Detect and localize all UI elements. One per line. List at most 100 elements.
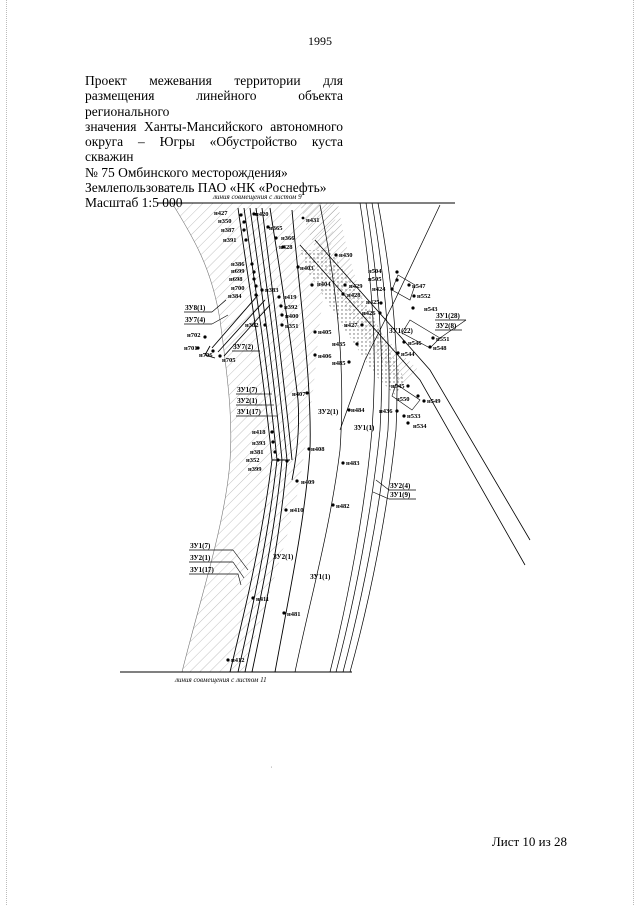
point-label: н381: [250, 449, 264, 456]
page-edge-left: [6, 0, 7, 905]
point-label: н399: [248, 466, 262, 473]
plot-label: ЗУ1(28): [436, 312, 460, 320]
plot-label: ЗУ2(8): [436, 322, 457, 330]
page-edge-right: [633, 0, 634, 905]
point-label: н410: [290, 507, 304, 514]
plot-label: ЗУ8(1): [185, 304, 206, 312]
point-label: н351: [285, 323, 299, 330]
point-label: н403: [300, 265, 314, 272]
point-label: н382: [245, 322, 259, 329]
plot-label: ЗУ1(17): [237, 408, 261, 416]
point-label: н407: [292, 391, 306, 398]
plot-label: ЗУ1(22): [389, 327, 413, 335]
point-label: н552: [417, 293, 431, 300]
point-label: н544: [401, 351, 415, 358]
point-label: н543: [424, 306, 438, 313]
territory-boundary-left: [171, 202, 232, 673]
point-label: н436: [379, 408, 393, 415]
point-label: н504: [368, 268, 382, 275]
point-label: н408: [311, 446, 325, 453]
title-line-3: значения Ханты-Мансийского автономного: [85, 118, 343, 134]
plot-label: ЗУ1(7): [237, 386, 258, 394]
plot-label: ЗУ1(1): [310, 573, 331, 581]
point-label: н411: [256, 596, 269, 603]
point-label: н547: [412, 283, 426, 290]
point-label: н425: [366, 299, 380, 306]
point-label: н391: [223, 237, 237, 244]
plot-label: ЗУ2(1): [190, 554, 211, 562]
point-label: н699: [231, 268, 245, 275]
point-label: н545: [391, 383, 405, 390]
point-label: н549: [427, 398, 441, 405]
point-label: н482: [336, 503, 350, 510]
point-label: н350: [218, 218, 232, 225]
point-label: н365: [269, 225, 283, 232]
point-label: н404: [317, 281, 331, 288]
point-label: н428: [347, 292, 361, 299]
point-label: н702: [187, 332, 201, 339]
hatched-territory-right: [300, 203, 420, 385]
plot-label: ЗУ1(1): [354, 424, 375, 432]
plot-label: ЗУ7(4): [185, 316, 206, 324]
point-label: н366: [281, 235, 295, 242]
title-line-4: округа – Югры «Обустройство куста скважи…: [85, 134, 343, 165]
plot-label: ЗУ2(1): [237, 397, 258, 405]
bottom-join-caption: линия совмещения с листом 11: [174, 676, 267, 684]
title-line-7: Масштаб 1:5 000: [85, 195, 183, 211]
plot-label: ЗУ1(9): [390, 491, 411, 499]
plot-labels: ЗУ8(1) ЗУ7(4) ЗУ7(2) ЗУ1(28) ЗУ2(8) ЗУ1(…: [184, 304, 466, 581]
page-number: 1995: [308, 34, 332, 48]
point-labels: н427 н420 н431 н350 н365 н387 н366 н391 …: [184, 210, 450, 664]
point-label: н485: [332, 360, 346, 367]
plot-label: ЗУ7(2): [233, 343, 254, 351]
point-label: н435: [332, 341, 346, 348]
point-label: н505: [368, 276, 382, 283]
point-label: н352: [246, 457, 260, 464]
sheet-number: Лист 10 из 28: [491, 834, 567, 849]
point-label: н418: [252, 429, 266, 436]
point-label: н700: [231, 285, 245, 292]
point-label: н428: [279, 244, 293, 251]
point-label: н400: [285, 313, 299, 320]
point-label: н424: [372, 286, 386, 293]
point-label: н420: [255, 211, 269, 218]
leader-lines: [211, 299, 467, 586]
point-label: н534: [413, 423, 427, 430]
point-label: н386: [231, 261, 245, 268]
point-label: н412: [231, 657, 245, 664]
point-label: н427: [344, 322, 358, 329]
point-label: н698: [229, 276, 243, 283]
point-label: н383: [265, 287, 279, 294]
point-label: н701: [184, 345, 198, 352]
point-markers: [196, 212, 435, 662]
point-label: н431: [306, 217, 320, 224]
plot-label: ЗУ2(1): [273, 553, 294, 561]
point-label: н706: [199, 352, 213, 359]
point-label: н393: [252, 440, 266, 447]
point-label: н406: [318, 353, 332, 360]
plot-label: ЗУ1(7): [190, 542, 211, 550]
point-label: н484: [351, 407, 365, 414]
title-line-2: размещения линейного объекта регионально…: [85, 88, 343, 119]
point-label: н392: [284, 304, 298, 311]
title-block: Проект межевания территории для размещен…: [85, 73, 343, 211]
point-label: н409: [301, 479, 315, 486]
point-label: н546: [408, 340, 422, 347]
point-label: н419: [283, 294, 297, 301]
point-label: н427: [214, 210, 228, 217]
point-label: н405: [318, 329, 332, 336]
point-label: н533: [407, 413, 421, 420]
hatched-territory: [172, 203, 338, 672]
point-label: н551: [436, 336, 450, 343]
point-label: н481: [287, 611, 301, 618]
point-label: н430: [339, 252, 353, 259]
point-label: н483: [346, 460, 360, 467]
point-label: н387: [221, 227, 235, 234]
top-join-caption: линия совмещения с листом 9: [212, 193, 302, 201]
point-label: н705: [222, 357, 236, 364]
point-label: н426: [362, 310, 376, 317]
scan-mark: ˙: [270, 765, 273, 774]
point-label: н548: [433, 345, 447, 352]
title-line-1: Проект межевания территории для: [85, 73, 343, 88]
